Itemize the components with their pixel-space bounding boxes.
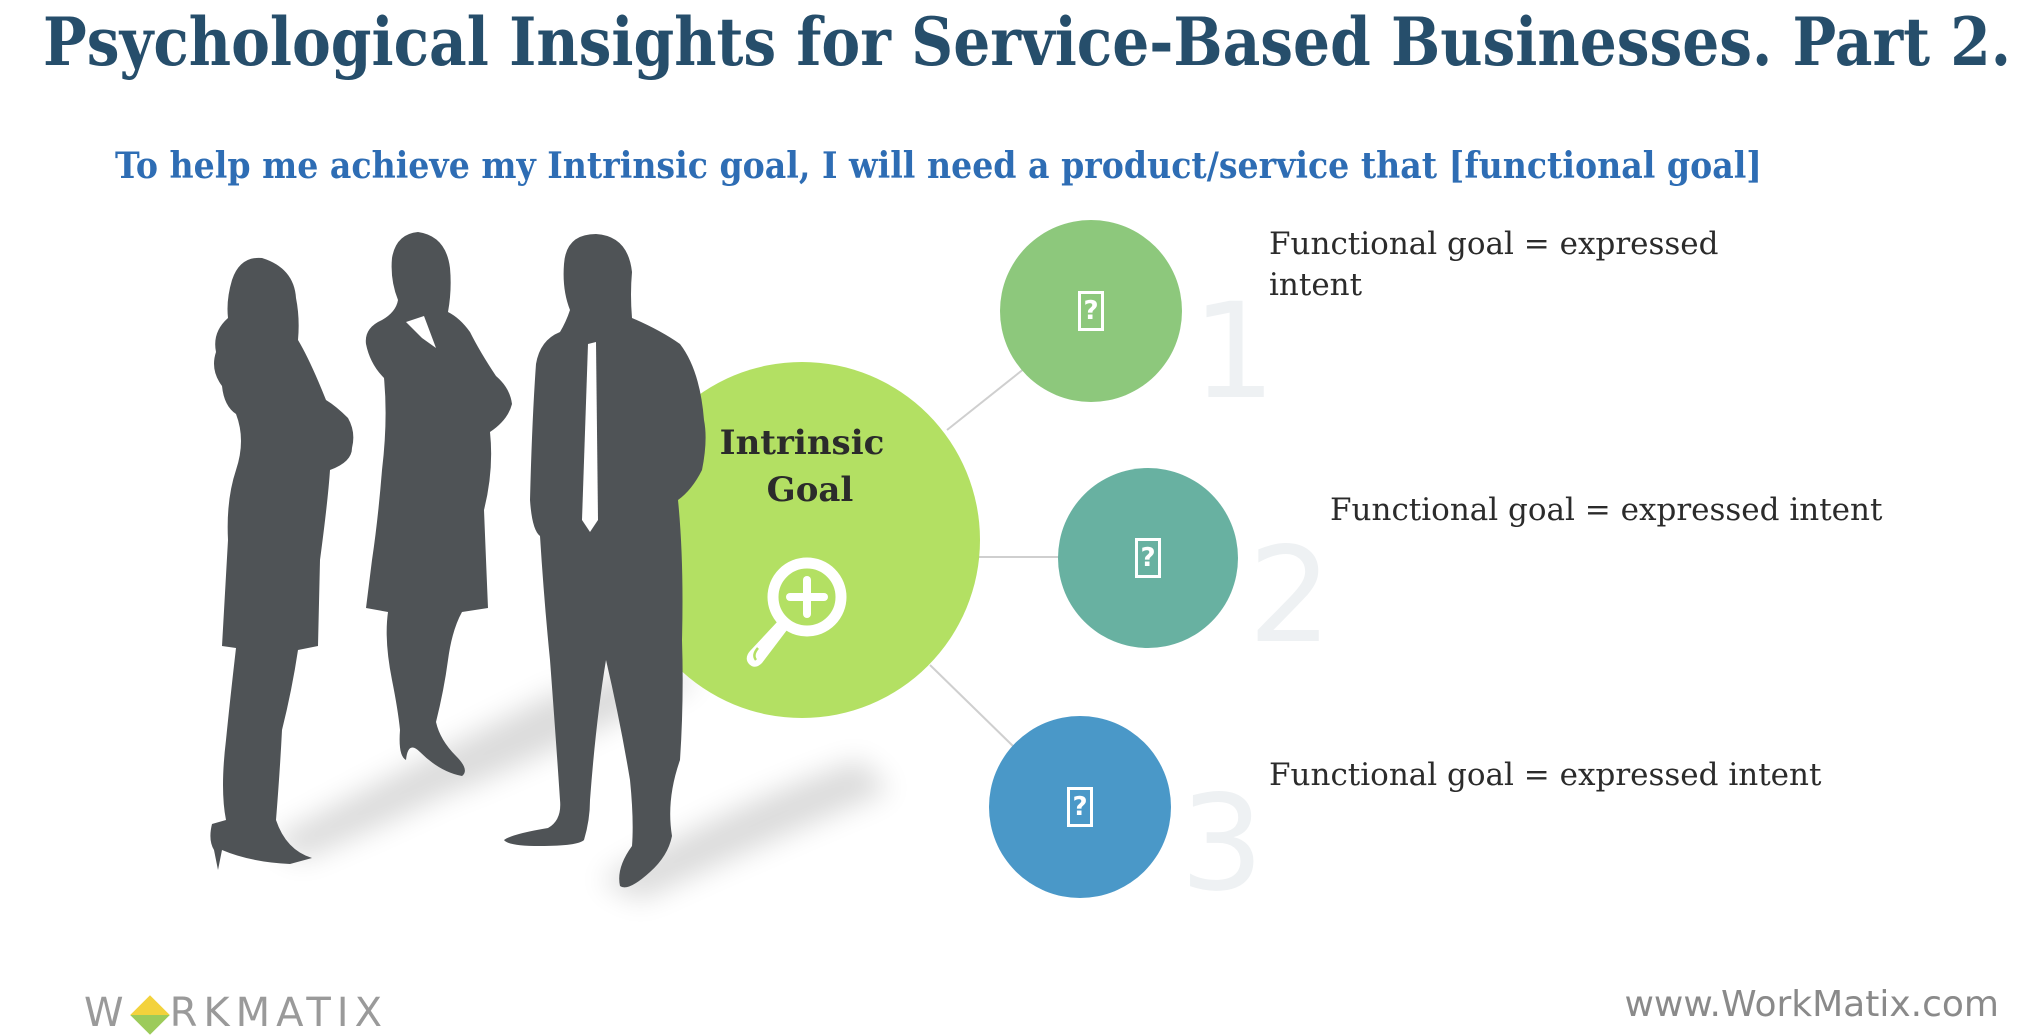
slide-subtitle-text: To help me achieve my Intrinsic goal, I … (115, 145, 1762, 187)
silhouette-man (504, 234, 706, 888)
silhouette-woman-left (210, 257, 354, 870)
functional-goal-node-3: ? (989, 716, 1171, 898)
connector-line-3 (929, 664, 1016, 749)
functional-goal-text-3: Functional goal = expressed intent (1269, 757, 1822, 793)
functional-goal-node-1: ? (1000, 220, 1182, 402)
logo-text-end: RKMATIX (169, 990, 388, 1036)
slide-subtitle: To help me achieve my Intrinsic goal, I … (115, 138, 1902, 194)
zoom-in-magnifier-icon (746, 557, 847, 667)
functional-goal-text-2: Functional goal = expressed intent (1330, 492, 1883, 528)
connector-line-1 (946, 367, 1026, 431)
missing-glyph-icon: ? (1135, 538, 1161, 578)
step-number-1: 1 (1192, 275, 1276, 429)
business-people-silhouettes (210, 232, 706, 888)
logo-text-start: W (84, 990, 130, 1036)
functional-goal-text-1: Functional goal = expressed intent (1269, 226, 1719, 303)
woman-collar (406, 316, 436, 348)
functional-goal-node-2: ? (1058, 468, 1238, 648)
man-tie (582, 342, 598, 532)
hub-label-line2: Goal (766, 470, 854, 510)
step-number-3: 3 (1180, 767, 1264, 921)
workmatix-logo: W RKMATIX (84, 990, 388, 1036)
slide-title-text: Psychological Insights for Service-Based… (43, 3, 2011, 81)
footer-url: www.WorkMatix.com (1624, 984, 1999, 1025)
missing-glyph-icon: ? (1067, 787, 1093, 827)
hub-label-line1: Intrinsic (719, 423, 885, 463)
silhouette-woman-middle (365, 232, 512, 776)
step-number-2: 2 (1248, 519, 1332, 673)
missing-glyph-icon: ? (1078, 291, 1104, 331)
slide-title: Psychological Insights for Service-Based… (43, 0, 2018, 84)
logo-diamond-icon (129, 995, 170, 1035)
hub-label: Intrinsic Goal (712, 420, 892, 514)
